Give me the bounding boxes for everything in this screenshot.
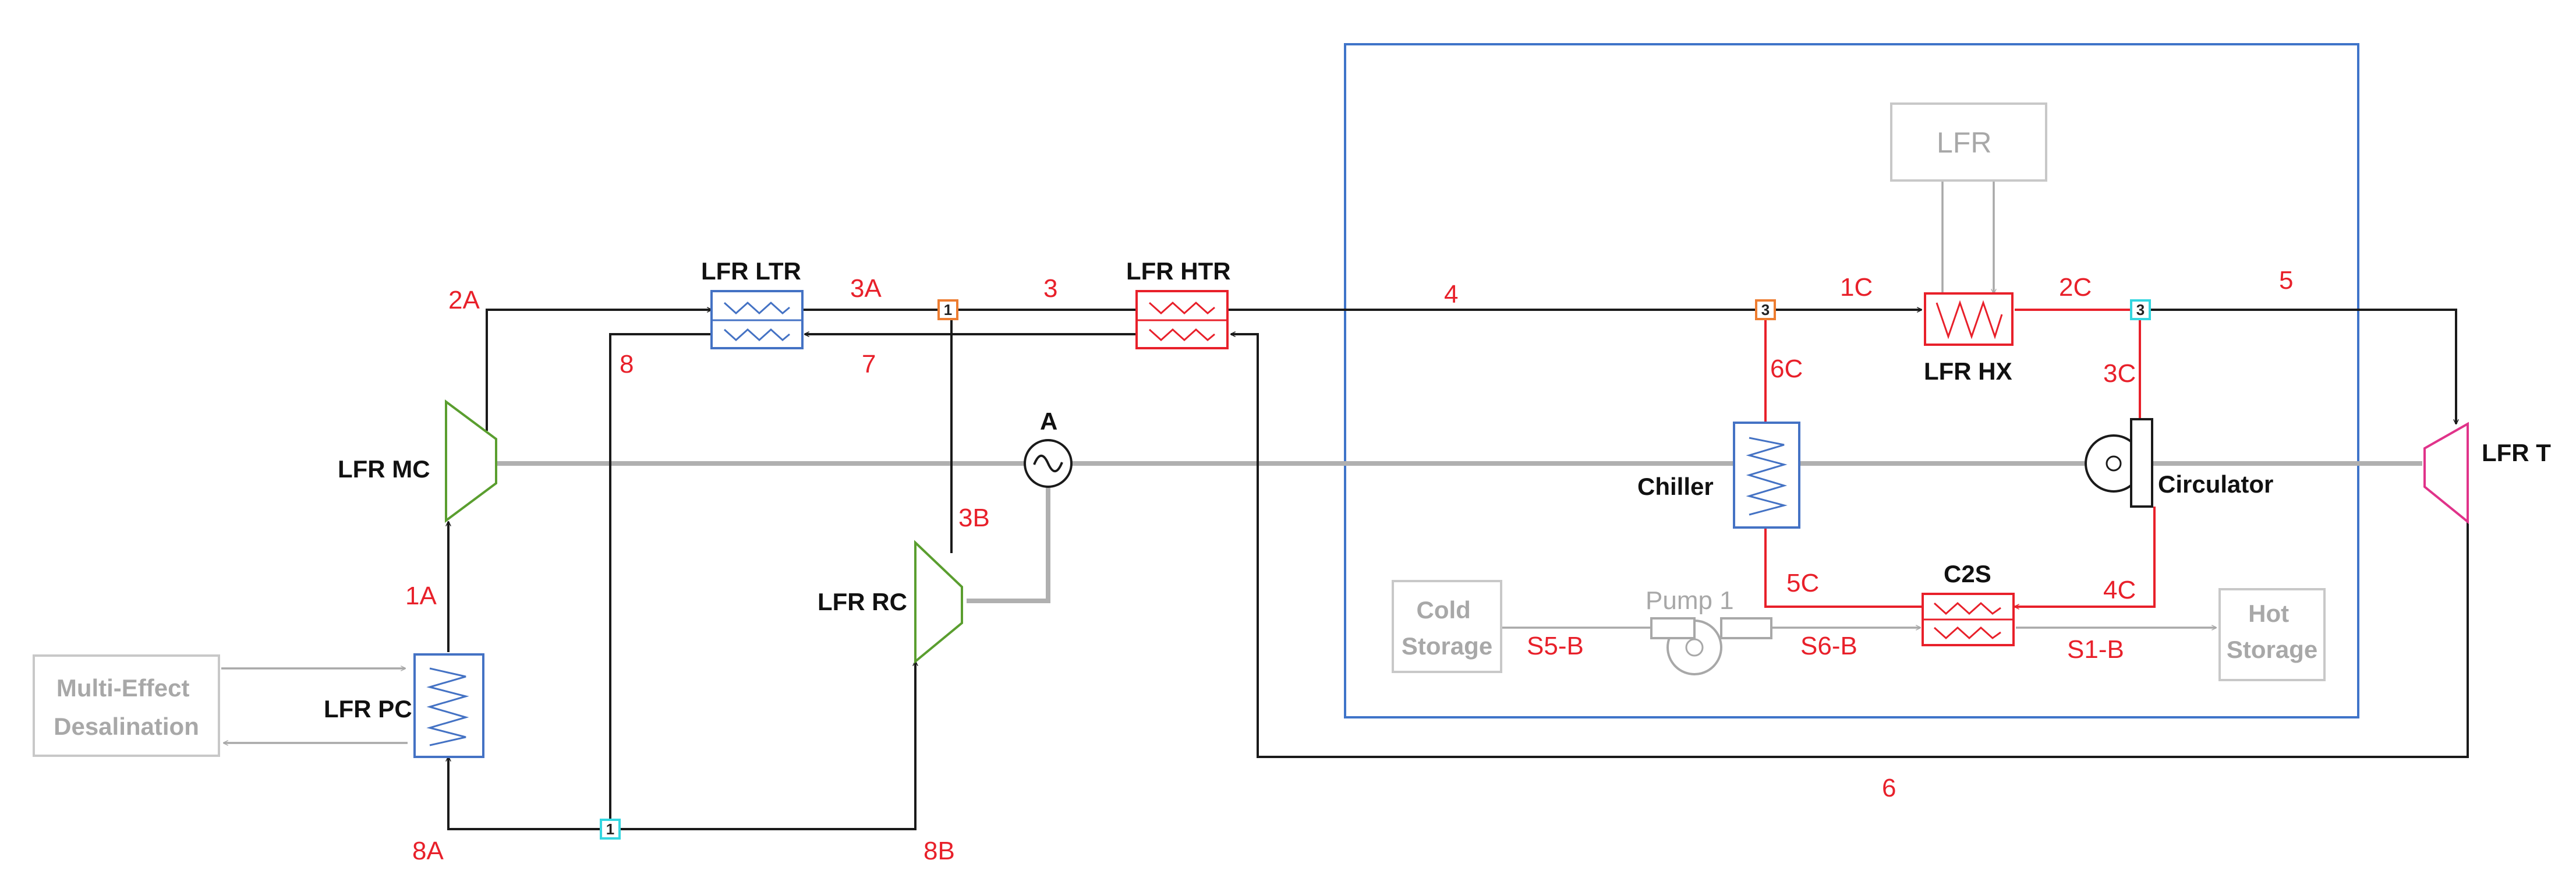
state-5: 5 <box>2279 266 2293 295</box>
desalination-box <box>33 654 220 757</box>
state-6C: 6C <box>1770 355 1803 383</box>
junction-bottom-number: 1 <box>606 820 614 838</box>
junction-chiller: 3 <box>1755 299 1776 320</box>
pump-1 <box>1650 617 1772 675</box>
lfr-reactor-box <box>1890 102 2047 182</box>
desalination-line-2: Desalination <box>54 713 199 740</box>
cold-storage-line-2: Storage <box>1402 632 1492 660</box>
state-4: 4 <box>1444 280 1458 309</box>
desalination-line-1: Multi-Effect <box>56 674 190 702</box>
state-8: 8 <box>620 350 634 378</box>
junction-top-left-number: 1 <box>944 301 952 318</box>
lfr-pc-precooler <box>413 653 484 758</box>
hot-storage-label: Hot Storage <box>2227 600 2317 663</box>
cold-storage-label: Cold Storage <box>1402 596 1492 660</box>
circulator-pump <box>2085 418 2153 508</box>
lfr-hx-label: LFR HX <box>1924 357 2012 385</box>
lfr-mc-label: LFR MC <box>338 455 430 483</box>
state-4C: 4C <box>2103 576 2136 604</box>
state-1C: 1C <box>1840 273 1873 302</box>
junction-circulator-number: 3 <box>2136 301 2145 318</box>
state-S6B: S6-B <box>1800 632 1857 660</box>
generator-symbol <box>1024 439 1073 488</box>
state-2A: 2A <box>448 286 480 314</box>
cold-storage-line-1: Cold <box>1417 596 1471 624</box>
secondary-loop <box>1764 309 2156 607</box>
desalination-label: Multi-Effect Desalination <box>54 674 199 740</box>
state-3A: 3A <box>850 274 882 303</box>
state-2C: 2C <box>2059 273 2092 302</box>
state-1A: 1A <box>405 582 437 610</box>
state-3C: 3C <box>2103 359 2136 388</box>
state-8A: 8A <box>412 837 444 865</box>
state-6: 6 <box>1882 774 1896 802</box>
lfr-pc-label: LFR PC <box>324 695 412 723</box>
main-loop <box>448 310 2469 830</box>
state-7: 7 <box>862 350 876 378</box>
pump-1-label: Pump 1 <box>1646 586 1734 615</box>
hot-storage-line-2: Storage <box>2227 636 2317 663</box>
lfr-t-turbine <box>2423 422 2469 525</box>
lfr-htr-recuperator <box>1135 290 1229 349</box>
c2s-label: C2S <box>1944 560 1991 587</box>
chiller-label: Chiller <box>1637 473 1714 500</box>
state-5C: 5C <box>1786 569 1819 597</box>
state-8B: 8B <box>923 837 955 865</box>
generator-label: A <box>1040 408 1057 435</box>
c2s-exchanger <box>1922 593 2015 646</box>
chiller-exchanger <box>1733 422 1800 529</box>
lfr-ltr-recuperator <box>710 290 804 349</box>
state-3: 3 <box>1043 274 1057 303</box>
state-S5B: S5-B <box>1527 632 1584 660</box>
lfr-ltr-label: LFR LTR <box>701 257 801 285</box>
state-S1B: S1-B <box>2067 635 2124 664</box>
lfr-htr-label: LFR HTR <box>1126 257 1231 285</box>
state-labels: 1A 2A 3A 3 3B 4 5 6 7 8 8A 8B 1C 2C 3C 4… <box>405 266 2293 865</box>
junction-top-left: 1 <box>937 299 958 320</box>
circulator-label: Circulator <box>2158 470 2273 498</box>
cold-storage-box <box>1392 580 1502 673</box>
auxiliary-lines <box>221 175 2216 743</box>
junction-circulator: 3 <box>2130 299 2151 320</box>
lfr-t-label: LFR T <box>2482 439 2551 466</box>
hot-storage-box <box>2218 588 2326 681</box>
lfr-rc-compressor <box>914 540 963 664</box>
shaft-lines <box>495 461 2422 603</box>
lfr-mc-compressor <box>445 399 497 523</box>
lfr-reactor-label: LFR <box>1937 126 1991 159</box>
lfr-rc-label: LFR RC <box>818 588 907 615</box>
lfr-hx-exchanger <box>1924 292 2014 346</box>
hot-storage-line-1: Hot <box>2248 600 2289 627</box>
state-3B: 3B <box>958 504 990 532</box>
junction-bottom: 1 <box>600 819 621 840</box>
junction-chiller-number: 3 <box>1761 301 1770 318</box>
system-boundary <box>1344 43 2359 718</box>
